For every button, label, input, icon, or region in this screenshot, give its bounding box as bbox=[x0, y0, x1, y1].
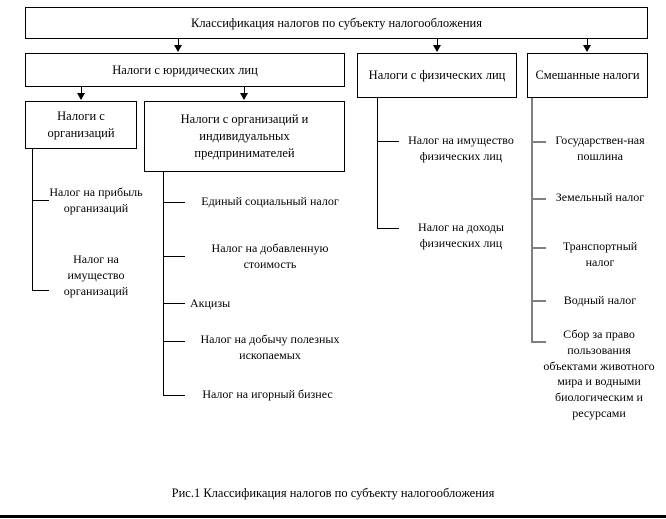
leaf-mineral-extraction-tax: Налог на добычу полезных ископаемых bbox=[200, 332, 340, 362]
footer-divider bbox=[0, 515, 666, 518]
leaf-unified-social-tax: Единый социальный налог bbox=[201, 194, 339, 208]
node-organizations-label: Налоги с организаций bbox=[47, 109, 115, 140]
node-mixed: Смешанные налоги bbox=[527, 53, 648, 98]
leaf-individual-property-tax: Налог на имущество физических лиц bbox=[408, 133, 514, 163]
connector-individuals-tick-1 bbox=[377, 141, 399, 142]
connector-mixed-tick-3 bbox=[531, 247, 546, 249]
node-legal-entities: Налоги с юридических лиц bbox=[25, 53, 345, 87]
node-organizations-entrepreneurs-label: Налоги с организаций и индивидуальных пр… bbox=[180, 112, 309, 160]
leaf-transport-tax: Транспортный налог bbox=[562, 239, 638, 269]
leaf-water-tax: Водный налог bbox=[563, 293, 637, 307]
leaf-state-duty: Государствен-ная пошлина bbox=[555, 133, 645, 163]
connector-individuals-spine bbox=[377, 98, 378, 229]
node-root-label: Классификация налогов по субъекту налого… bbox=[190, 15, 482, 30]
connector-organizations-tick-2 bbox=[32, 290, 49, 291]
node-individuals: Налоги с физических лиц bbox=[357, 53, 517, 98]
connector-individuals-tick-2 bbox=[377, 228, 399, 229]
leaf-wildlife-use-fee: Сбор за право пользования объектами живо… bbox=[543, 327, 655, 421]
connector-orgent-tick-4 bbox=[163, 341, 185, 342]
connector-organizations-tick-1 bbox=[32, 200, 49, 201]
node-organizations: Налоги с организаций bbox=[25, 101, 137, 149]
leaf-individual-income-tax: Налог на доходы физических лиц bbox=[418, 220, 504, 250]
connector-orgent-tick-2 bbox=[163, 256, 185, 257]
node-organizations-entrepreneurs: Налоги с организаций и индивидуальных пр… bbox=[144, 101, 345, 172]
leaf-excise-tax: Акцизы bbox=[190, 296, 231, 310]
connector-orgent-spine bbox=[163, 172, 164, 396]
leaf-land-tax: Земельный налог bbox=[555, 190, 645, 204]
leaf-organizations-profit-tax: Налог на прибыль организаций bbox=[49, 185, 143, 215]
arrow-root-to-legal bbox=[174, 39, 182, 52]
leaf-gambling-tax: Налог на игорный бизнес bbox=[202, 387, 333, 401]
connector-mixed-tick-4 bbox=[531, 300, 546, 302]
arrow-root-to-individuals bbox=[433, 39, 441, 52]
node-individuals-label: Налоги с физических лиц bbox=[368, 68, 506, 83]
leaf-organizations-property-tax: Налог на имущество организаций bbox=[63, 252, 129, 298]
connector-orgent-tick-3 bbox=[163, 303, 185, 304]
connector-orgent-tick-1 bbox=[163, 202, 185, 203]
connector-mixed-tick-2 bbox=[531, 198, 546, 200]
node-legal-entities-label: Налоги с юридических лиц bbox=[112, 62, 258, 77]
arrow-legal-to-organizations-entrepreneurs bbox=[240, 87, 248, 100]
node-mixed-label: Смешанные налоги bbox=[535, 68, 640, 83]
connector-mixed-tick-5 bbox=[531, 341, 546, 343]
connector-organizations-spine bbox=[32, 149, 33, 291]
connector-mixed-spine bbox=[531, 98, 533, 343]
leaf-value-added-tax: Налог на добавленную стоимость bbox=[211, 241, 329, 271]
arrow-root-to-mixed bbox=[583, 39, 591, 52]
arrow-legal-to-organizations bbox=[77, 87, 85, 100]
connector-mixed-tick-1 bbox=[531, 141, 546, 143]
figure-caption: Рис.1 Классификация налогов по субъекту … bbox=[171, 486, 495, 500]
connector-orgent-tick-5 bbox=[163, 395, 185, 396]
node-root: Классификация налогов по субъекту налого… bbox=[25, 7, 648, 39]
